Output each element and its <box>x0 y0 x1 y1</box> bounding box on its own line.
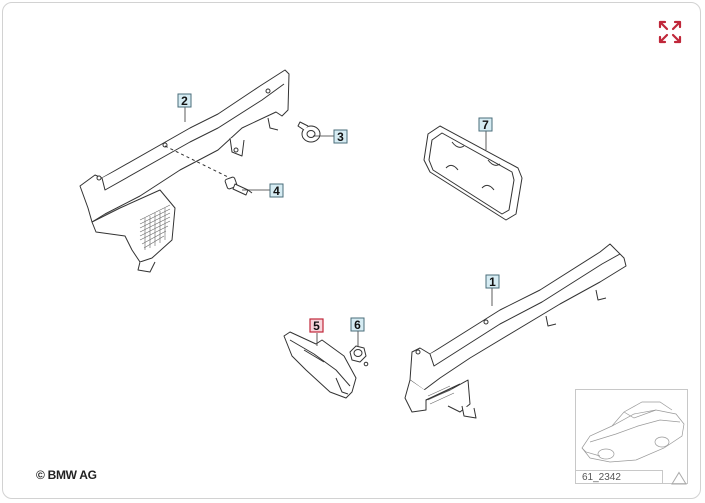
part-3-clip <box>297 121 321 143</box>
callout-5[interactable]: 5 <box>309 318 324 333</box>
callout-label: 5 <box>313 319 320 333</box>
part-2-bracket <box>79 69 290 273</box>
callout-7[interactable]: 7 <box>478 117 493 132</box>
callout-labels: 2 3 4 7 1 5 6 <box>177 93 500 333</box>
vehicle-thumbnail[interactable] <box>575 389 688 484</box>
part-6-nut <box>349 345 367 363</box>
expand-arrows-icon[interactable] <box>656 18 684 46</box>
part-7-cover-plate <box>423 125 523 221</box>
part-4-screw <box>224 176 253 196</box>
callout-label: 1 <box>489 275 496 289</box>
callout-label: 2 <box>181 94 188 108</box>
callout-2[interactable]: 2 <box>177 93 192 108</box>
car-outline-icon <box>581 401 685 463</box>
callout-label: 6 <box>354 318 361 332</box>
part-1-grille <box>427 385 455 405</box>
callout-4[interactable]: 4 <box>269 183 284 198</box>
part-2-grille <box>139 204 171 250</box>
callout-label: 4 <box>273 184 280 198</box>
warning-triangle-icon[interactable] <box>671 471 687 485</box>
callout-3[interactable]: 3 <box>333 129 348 144</box>
callout-label: 7 <box>482 118 489 132</box>
callout-6[interactable]: 6 <box>350 317 365 332</box>
callout-leaders <box>184 106 493 346</box>
part-5-bracket <box>283 331 369 399</box>
callout-label: 3 <box>337 130 344 144</box>
thumbnail-code: 61_2342 <box>575 470 663 484</box>
part-1-bracket <box>404 243 627 419</box>
callout-1[interactable]: 1 <box>485 274 500 289</box>
assembly-leader-dashed <box>164 145 231 179</box>
copyright-text: © BMW AG <box>36 468 97 482</box>
